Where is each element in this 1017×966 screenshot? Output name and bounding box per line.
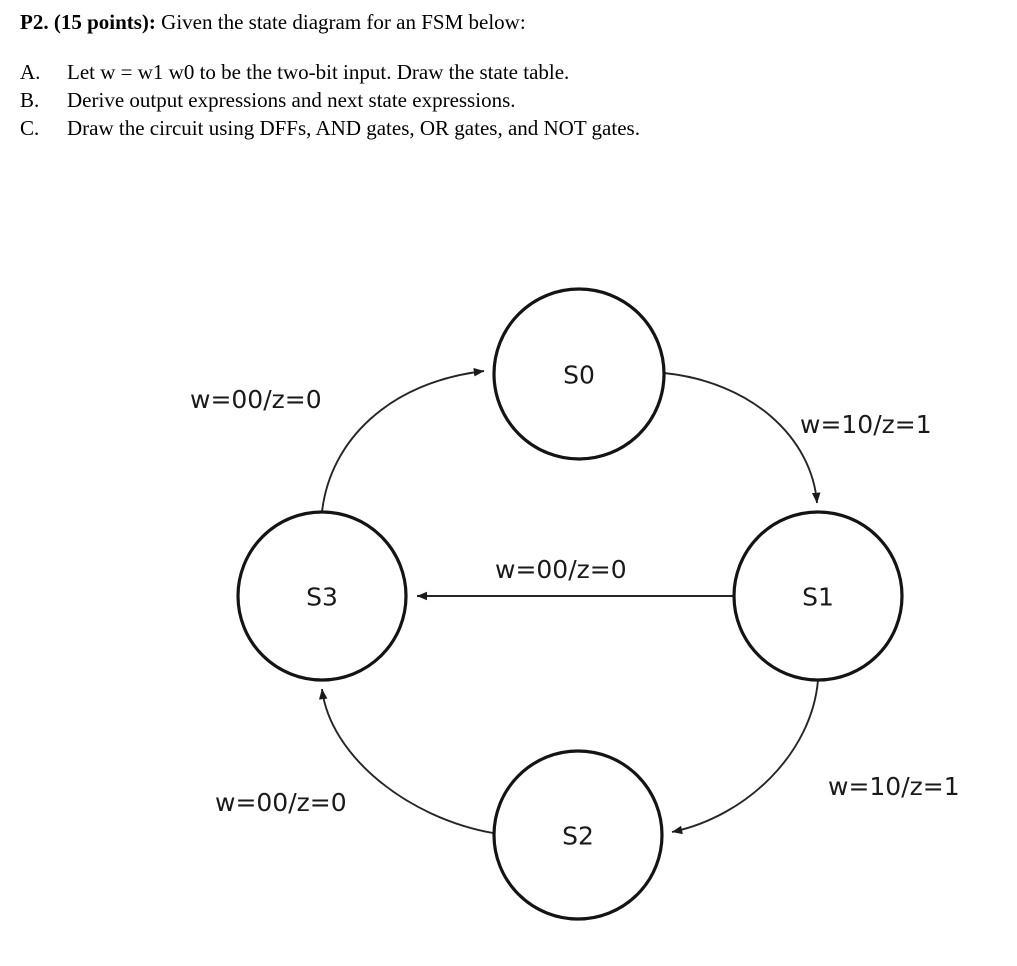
state-circle-s1[interactable] [732, 510, 904, 682]
item-text: Let w = w1 w0 to be the two-bit input. D… [67, 60, 570, 84]
item-marker: A. [20, 60, 41, 84]
edge-label-s1-to-s2: w=10/z=1 [828, 772, 960, 801]
question-list: A. Let w = w1 w0 to be the two-bit input… [20, 60, 980, 141]
state-node-s3[interactable]: S3 [236, 510, 408, 682]
item-marker: B. [20, 88, 40, 112]
question-prompt: Given the state diagram for an FSM below… [155, 10, 526, 34]
state-node-s2[interactable]: S2 [492, 749, 664, 921]
state-node-s0[interactable]: S0 [492, 287, 666, 461]
question-block: P2. (15 points): Given the state diagram… [20, 8, 980, 144]
state-label-s1: S1 [802, 583, 834, 612]
edge-label-s3-to-s0: w=00/z=0 [190, 385, 322, 414]
edge-s3-to-s0 [321, 367, 485, 513]
question-item-c: C. Draw the circuit using DFFs, AND gate… [20, 116, 980, 141]
edge-label-s0-to-s1: w=10/z=1 [800, 410, 932, 439]
edge-label-s1-to-s3: w=00/z=0 [495, 555, 627, 584]
state-node-s1[interactable]: S1 [732, 510, 904, 682]
state-label-s3: S3 [306, 583, 338, 612]
fsm-canvas: S0 S1 S2 S3 w=00/z=0 w=10/z=1 w=00/z=0 w… [190, 287, 960, 921]
item-text: Derive output expressions and next state… [67, 88, 516, 112]
question-item-b: B. Derive output expressions and next st… [20, 88, 980, 113]
question-item-a: A. Let w = w1 w0 to be the two-bit input… [20, 60, 980, 85]
edge-s2-to-s3 [318, 688, 494, 834]
edge-s0-to-s1 [663, 372, 821, 504]
item-marker: C. [20, 116, 40, 140]
state-circle-s3[interactable] [236, 510, 408, 682]
edge-label-s2-to-s3: w=00/z=0 [215, 788, 347, 817]
state-circle-s0[interactable] [492, 287, 666, 461]
item-text: Draw the circuit using DFFs, AND gates, … [67, 116, 640, 140]
question-title: P2. (15 points): Given the state diagram… [20, 8, 980, 36]
state-circle-s2[interactable] [492, 749, 664, 921]
fsm-state-diagram: S0 S1 S2 S3 w=00/z=0 w=10/z=1 w=00/z=0 w… [0, 200, 1017, 966]
edge-s1-to-s2 [671, 679, 819, 835]
state-label-s2: S2 [562, 822, 594, 851]
question-lead: P2. (15 points): [20, 10, 156, 34]
state-label-s0: S0 [563, 361, 595, 390]
